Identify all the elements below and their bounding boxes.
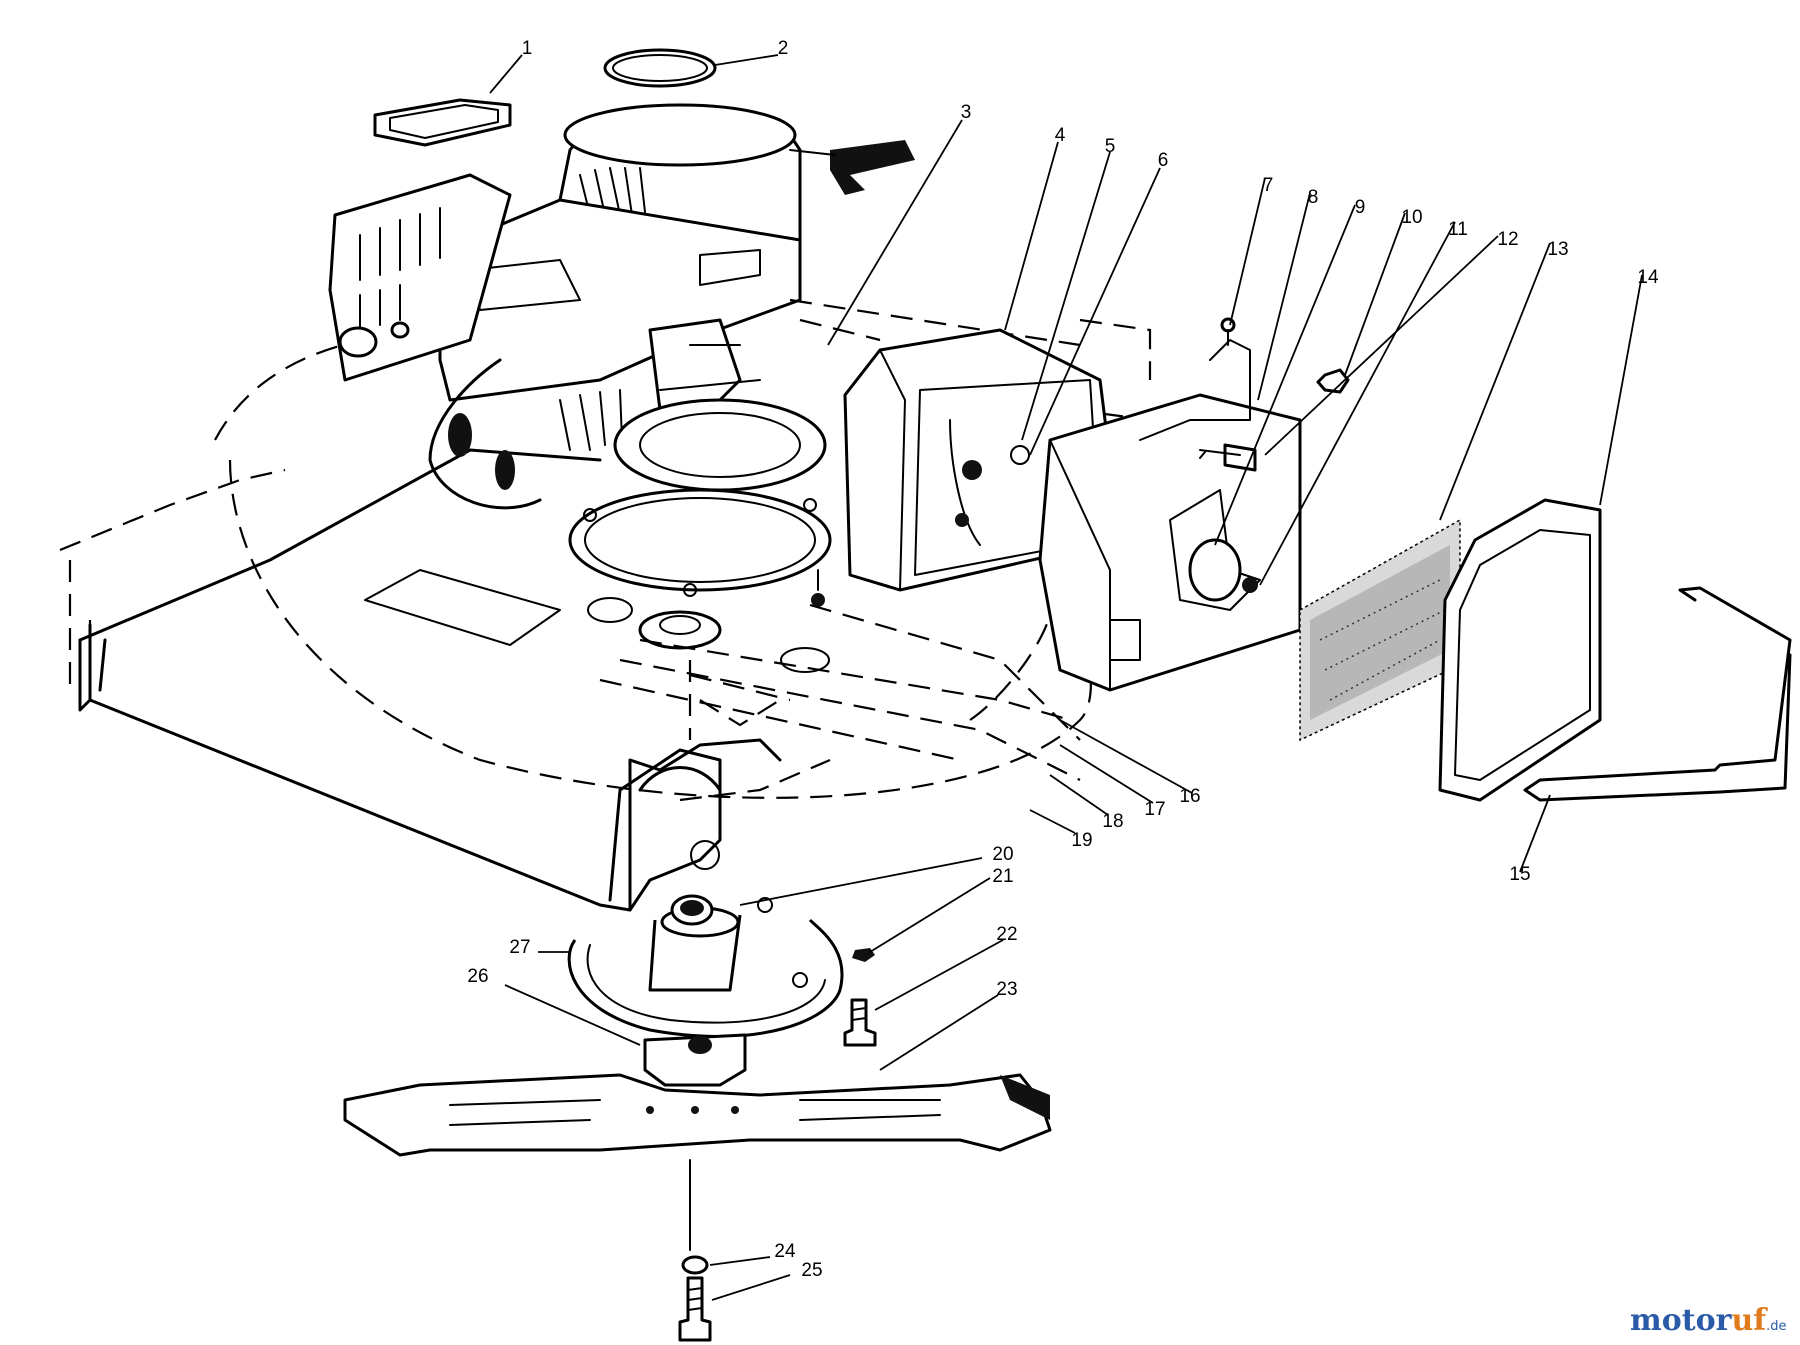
callout-27: 27 [509, 937, 530, 958]
callout-1: 1 [522, 38, 533, 59]
callout-labels: 1 2 3 4 5 6 7 8 9 10 11 12 13 14 15 16 1… [467, 38, 1659, 1281]
callout-23: 23 [996, 979, 1017, 1000]
callout-3: 3 [961, 102, 972, 123]
callout-22: 22 [996, 924, 1017, 945]
callout-25: 25 [801, 1260, 822, 1281]
callout-4: 4 [1055, 125, 1066, 146]
callout-15: 15 [1509, 864, 1530, 885]
callout-20: 20 [992, 844, 1013, 865]
callout-8: 8 [1308, 187, 1319, 208]
callout-17: 17 [1144, 799, 1165, 820]
callout-6: 6 [1158, 150, 1169, 171]
watermark-suffix: .de [1766, 1319, 1786, 1334]
callout-13: 13 [1547, 239, 1568, 260]
callout-9: 9 [1355, 197, 1366, 218]
callout-26: 26 [467, 966, 488, 987]
callout-2: 2 [778, 38, 789, 59]
callout-21: 21 [992, 866, 1013, 887]
callout-14: 14 [1637, 267, 1659, 288]
watermark-logo: motoruf.de [1630, 1303, 1787, 1338]
callout-16: 16 [1179, 786, 1200, 807]
mower-deck [59, 328, 1092, 912]
callout-19: 19 [1071, 830, 1092, 851]
callout-5: 5 [1105, 136, 1116, 157]
watermark-main: motor [1630, 1303, 1733, 1338]
air-cleaner-assembly [373, 48, 1792, 802]
callout-7: 7 [1263, 175, 1274, 196]
watermark-accent: uf [1731, 1303, 1768, 1338]
blade-assembly [343, 894, 1052, 1342]
callout-11: 11 [1448, 219, 1468, 240]
callout-12: 12 [1497, 229, 1518, 250]
leader-lines [489, 54, 1643, 1301]
engine-assembly [328, 103, 915, 740]
air-filter-element [1299, 518, 1461, 742]
callout-18: 18 [1102, 811, 1123, 832]
callout-10: 10 [1401, 207, 1422, 228]
svg-text:motoruf.de: motoruf.de [1630, 1303, 1787, 1338]
callout-24: 24 [774, 1241, 796, 1262]
